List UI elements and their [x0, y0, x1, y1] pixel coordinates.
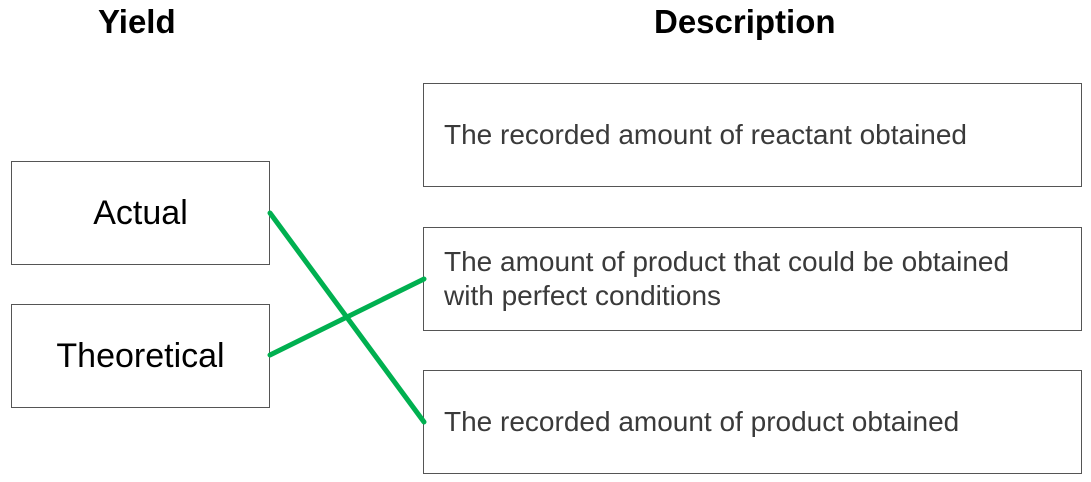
description-box-perfect-conditions[interactable]: The amount of product that could be obta…: [423, 227, 1082, 331]
connector-actual-to-product: [267, 210, 427, 425]
yield-column-heading: Yield: [98, 3, 176, 40]
description-column-heading: Description: [654, 3, 836, 40]
description-box-text: The amount of product that could be obta…: [444, 246, 1010, 311]
description-box-reactant[interactable]: The recorded amount of reactant obtained: [423, 83, 1082, 187]
yield-box-actual[interactable]: Actual: [11, 161, 270, 265]
connector-theoretical-to-perfect-conditions: [267, 276, 427, 358]
description-box-product[interactable]: The recorded amount of product obtained: [423, 370, 1082, 474]
yield-box-theoretical[interactable]: Theoretical: [11, 304, 270, 408]
yield-box-label: Theoretical: [56, 336, 225, 375]
description-box-text: The recorded amount of reactant obtained: [444, 119, 968, 150]
description-box-text: The recorded amount of product obtained: [444, 406, 960, 437]
yield-box-label: Actual: [93, 193, 188, 232]
